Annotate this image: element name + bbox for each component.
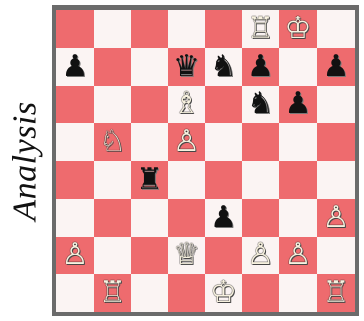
square-d3[interactable] [168, 199, 205, 237]
square-h6[interactable] [317, 86, 355, 124]
square-h2[interactable] [317, 237, 355, 275]
square-a5[interactable] [56, 123, 94, 161]
square-g7[interactable] [279, 48, 317, 86]
square-f6[interactable]: ♞ [242, 86, 279, 124]
square-g1[interactable] [279, 274, 317, 312]
square-b3[interactable] [94, 199, 131, 237]
square-e8[interactable] [205, 10, 242, 48]
square-e7[interactable]: ♞ [205, 48, 242, 86]
square-h8[interactable] [317, 10, 355, 48]
square-d5[interactable]: ♙ [168, 123, 205, 161]
square-c3[interactable] [131, 199, 168, 237]
square-h7[interactable]: ♟ [317, 48, 355, 86]
white-pawn-icon[interactable]: ♙ [247, 240, 274, 270]
square-b8[interactable] [94, 10, 131, 48]
square-b1[interactable]: ♖ [94, 274, 131, 312]
square-c8[interactable] [131, 10, 168, 48]
square-b2[interactable] [94, 237, 131, 275]
black-pawn-icon[interactable]: ♟ [247, 52, 274, 82]
square-c1[interactable] [131, 274, 168, 312]
square-a7[interactable]: ♟ [56, 48, 94, 86]
chessboard-frame: ♖ ♔ ♟ ♛ ♞ ♟ ♟ ♗ ♞ ♟ ♘ ♙ ♜ ♟ ♙ ♙ ♕ ♙ ♙ ♖ ♔ ♖ [52, 5, 359, 316]
square-a6[interactable] [56, 86, 94, 124]
white-pawn-icon[interactable]: ♙ [173, 127, 200, 157]
square-g3[interactable] [279, 199, 317, 237]
square-c4[interactable]: ♜ [131, 161, 168, 199]
white-knight-icon[interactable]: ♘ [99, 127, 126, 157]
square-h1[interactable]: ♖ [317, 274, 355, 312]
square-d1[interactable] [168, 274, 205, 312]
square-d4[interactable] [168, 161, 205, 199]
square-d7[interactable]: ♛ [168, 48, 205, 86]
square-e4[interactable] [205, 161, 242, 199]
square-f8[interactable]: ♖ [242, 10, 279, 48]
black-rook-icon[interactable]: ♜ [136, 165, 163, 195]
square-b6[interactable] [94, 86, 131, 124]
white-rook-icon[interactable]: ♖ [99, 278, 126, 308]
white-pawn-icon[interactable]: ♙ [285, 240, 312, 270]
white-rook-icon[interactable]: ♖ [323, 278, 350, 308]
square-a8[interactable] [56, 10, 94, 48]
square-h3[interactable]: ♙ [317, 199, 355, 237]
square-f1[interactable] [242, 274, 279, 312]
square-b4[interactable] [94, 161, 131, 199]
white-pawn-icon[interactable]: ♙ [323, 203, 350, 233]
black-knight-icon[interactable]: ♞ [247, 89, 274, 119]
square-b5[interactable]: ♘ [94, 123, 131, 161]
square-d2[interactable]: ♕ [168, 237, 205, 275]
square-g8[interactable]: ♔ [279, 10, 317, 48]
analysis-label-container: Analysis [0, 0, 52, 321]
white-rook-icon[interactable]: ♖ [247, 14, 274, 44]
white-bishop-icon[interactable]: ♗ [173, 89, 200, 119]
square-f3[interactable] [242, 199, 279, 237]
white-king-icon[interactable]: ♔ [210, 278, 237, 308]
square-f7[interactable]: ♟ [242, 48, 279, 86]
black-pawn-icon[interactable]: ♟ [285, 89, 312, 119]
black-queen-icon[interactable]: ♛ [173, 52, 200, 82]
black-pawn-icon[interactable]: ♟ [210, 203, 237, 233]
square-d8[interactable] [168, 10, 205, 48]
square-e2[interactable] [205, 237, 242, 275]
square-d6[interactable]: ♗ [168, 86, 205, 124]
square-f4[interactable] [242, 161, 279, 199]
square-h5[interactable] [317, 123, 355, 161]
square-a3[interactable] [56, 199, 94, 237]
black-knight-icon[interactable]: ♞ [210, 52, 237, 82]
black-pawn-icon[interactable]: ♟ [62, 52, 89, 82]
white-king-icon[interactable]: ♔ [285, 14, 312, 44]
white-pawn-icon[interactable]: ♙ [62, 240, 89, 270]
square-c7[interactable] [131, 48, 168, 86]
white-queen-icon[interactable]: ♕ [173, 240, 200, 270]
square-e5[interactable] [205, 123, 242, 161]
square-e1[interactable]: ♔ [205, 274, 242, 312]
square-a2[interactable]: ♙ [56, 237, 94, 275]
analysis-label: Analysis [7, 101, 45, 220]
square-g6[interactable]: ♟ [279, 86, 317, 124]
square-f2[interactable]: ♙ [242, 237, 279, 275]
square-c5[interactable] [131, 123, 168, 161]
square-e3[interactable]: ♟ [205, 199, 242, 237]
square-c6[interactable] [131, 86, 168, 124]
square-g2[interactable]: ♙ [279, 237, 317, 275]
square-b7[interactable] [94, 48, 131, 86]
square-e6[interactable] [205, 86, 242, 124]
square-c2[interactable] [131, 237, 168, 275]
square-a1[interactable] [56, 274, 94, 312]
black-pawn-icon[interactable]: ♟ [323, 52, 350, 82]
square-h4[interactable] [317, 161, 355, 199]
square-a4[interactable] [56, 161, 94, 199]
square-g5[interactable] [279, 123, 317, 161]
square-f5[interactable] [242, 123, 279, 161]
chessboard: ♖ ♔ ♟ ♛ ♞ ♟ ♟ ♗ ♞ ♟ ♘ ♙ ♜ ♟ ♙ ♙ ♕ ♙ ♙ ♖ ♔ ♖ [56, 10, 355, 312]
square-g4[interactable] [279, 161, 317, 199]
